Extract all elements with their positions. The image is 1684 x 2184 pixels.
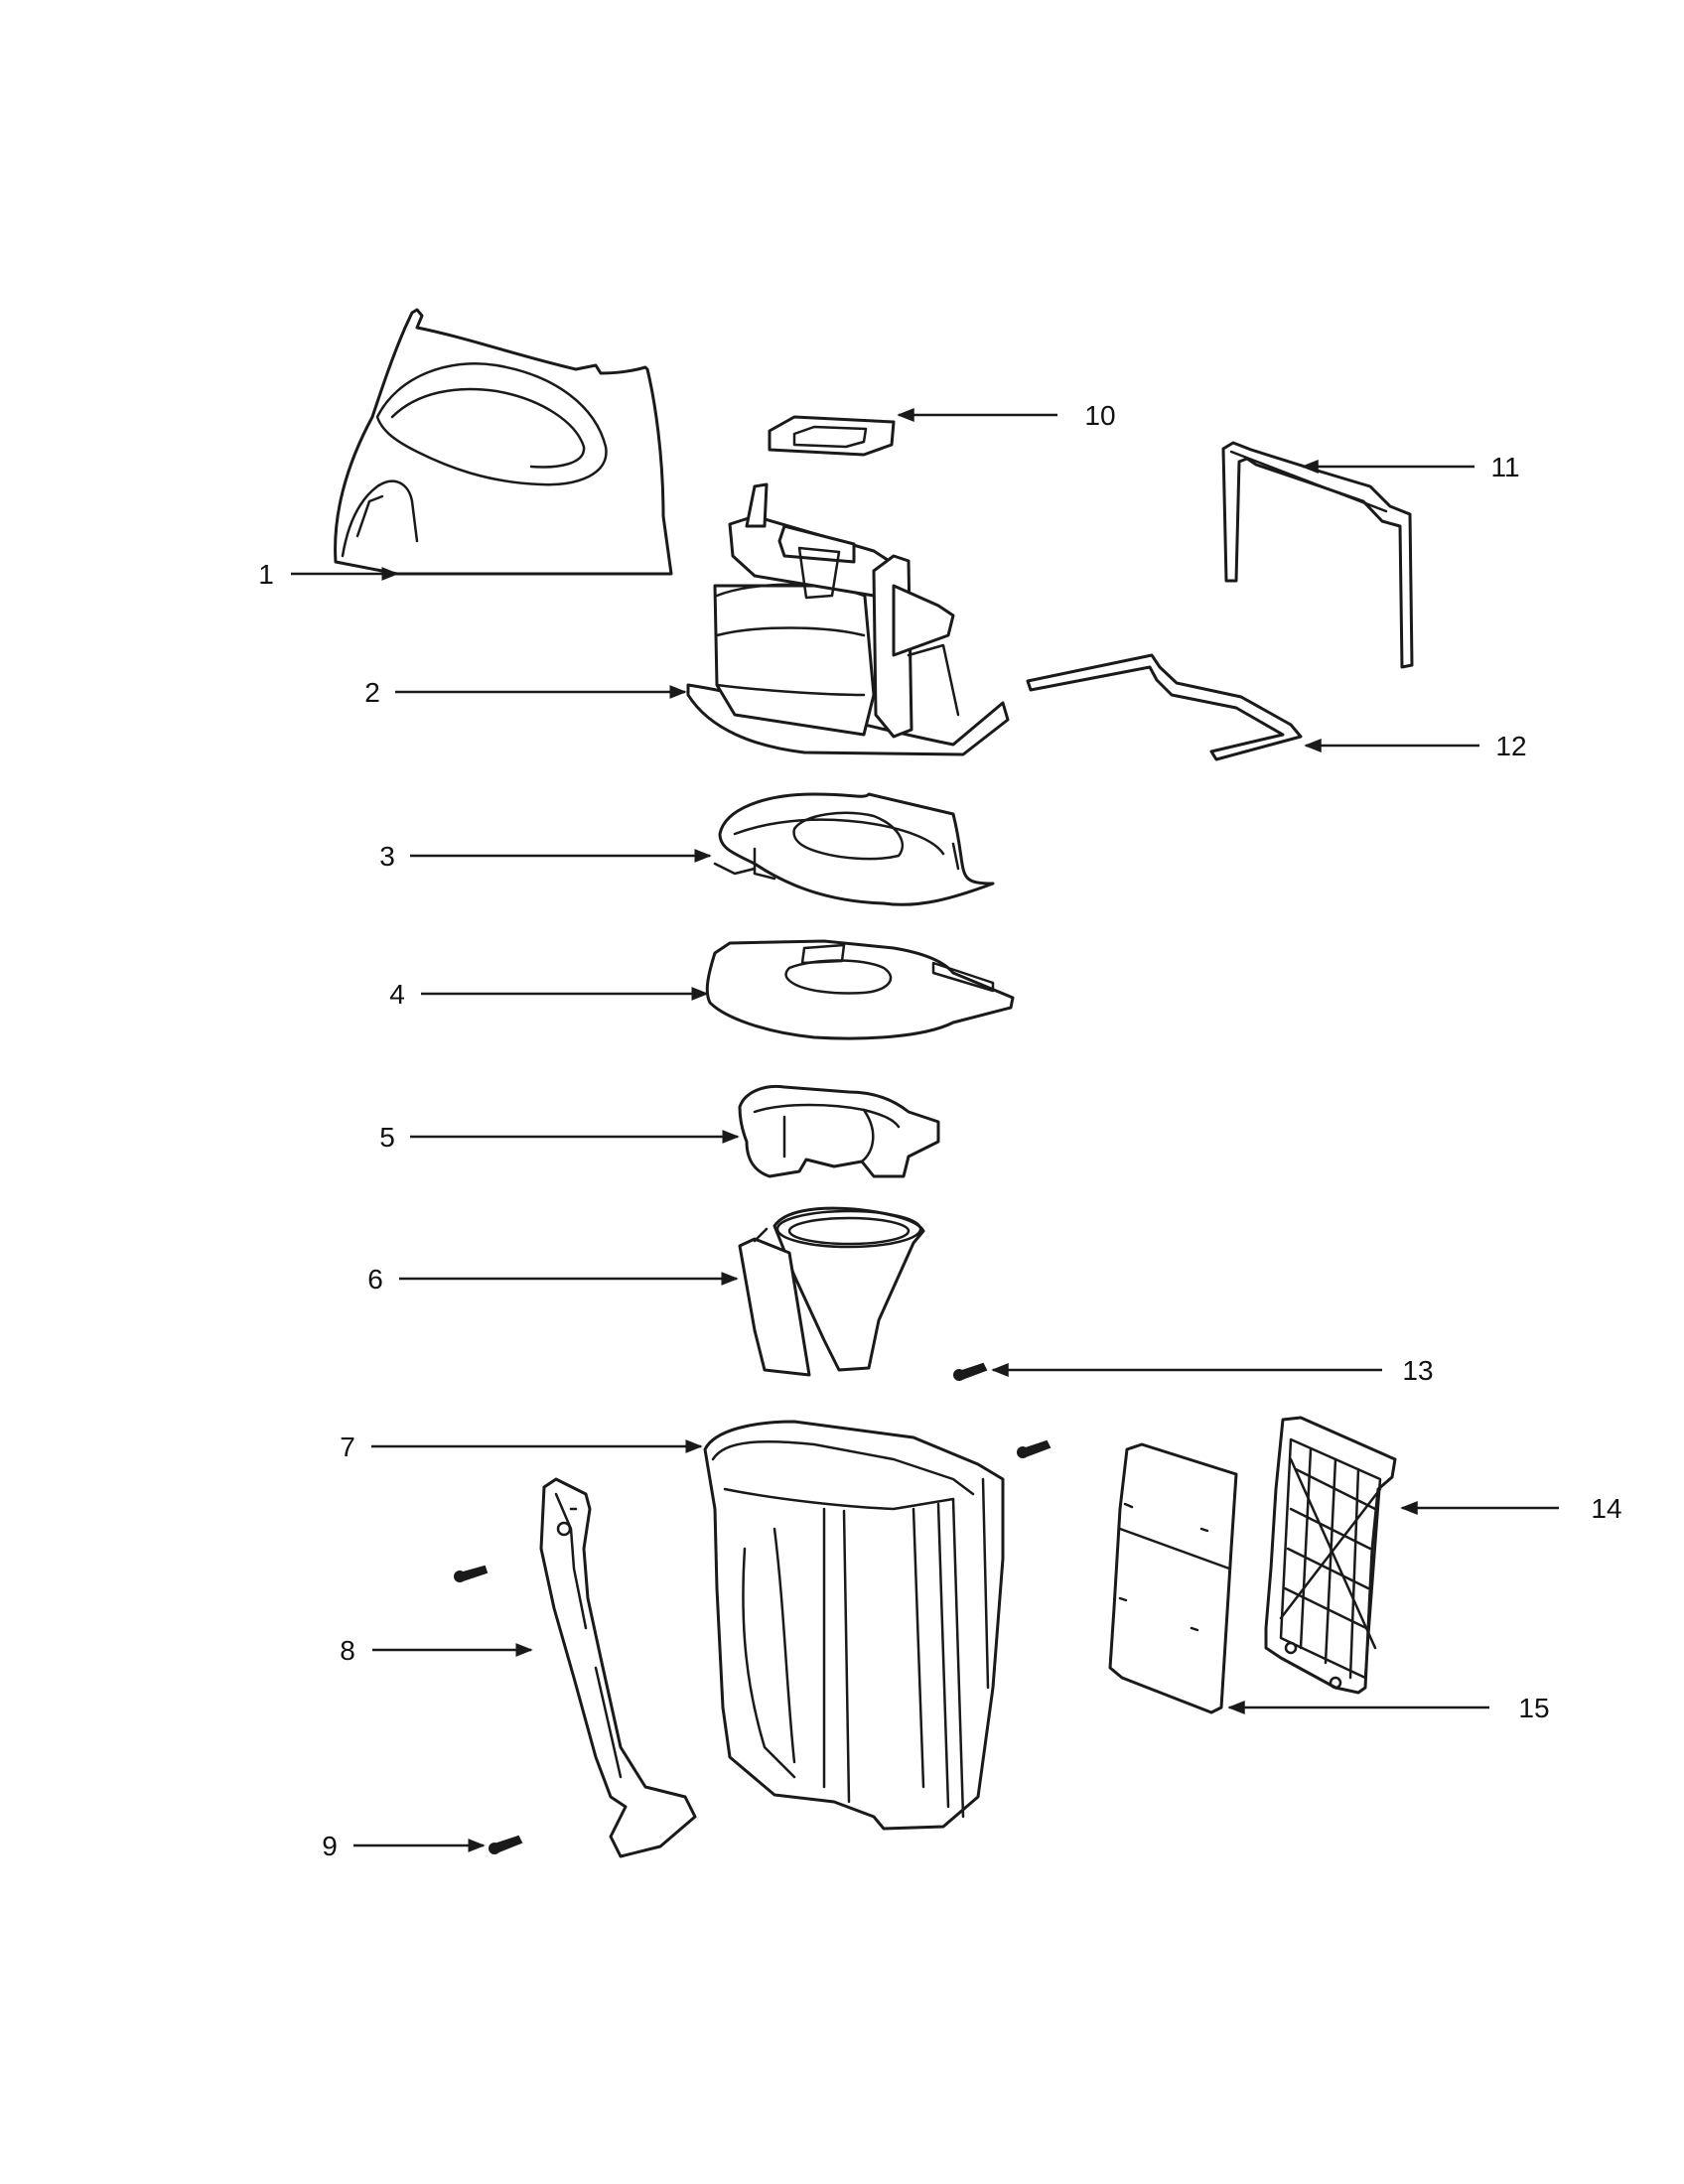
callout-3: 3 <box>379 841 712 872</box>
callout-7-label: 7 <box>340 1432 355 1462</box>
callout-8-label: 8 <box>340 1635 355 1666</box>
callout-15: 15 <box>1227 1693 1550 1723</box>
callout-2: 2 <box>364 677 687 708</box>
callout-3-label: 3 <box>379 841 395 872</box>
part-11-bracket <box>1221 441 1414 669</box>
callout-13-label: 13 <box>1402 1355 1433 1386</box>
part-9-screw <box>489 1835 523 1854</box>
screw-reservoir <box>1017 1439 1052 1458</box>
callout-14: 14 <box>1400 1493 1622 1524</box>
callout-2-label: 2 <box>364 677 380 708</box>
callout-10: 10 <box>897 400 1116 431</box>
callout-6: 6 <box>367 1264 739 1295</box>
part-3-tray <box>713 792 995 906</box>
callout-5: 5 <box>379 1122 740 1153</box>
part-15-panel <box>1108 1442 1238 1714</box>
callout-5-label: 5 <box>379 1122 395 1153</box>
part-14-grille <box>1264 1416 1397 1695</box>
part-7-reservoir <box>703 1420 1005 1831</box>
callout-15-label: 15 <box>1518 1693 1549 1723</box>
callout-8: 8 <box>340 1635 533 1666</box>
part-2-base-housing <box>686 482 1010 756</box>
part-4-plate <box>705 939 1015 1040</box>
callout-9-label: 9 <box>322 1831 338 1861</box>
callout-11-label: 11 <box>1490 452 1519 482</box>
part-6-filter-cone <box>738 1206 925 1377</box>
part-5-filter-holder <box>738 1084 940 1178</box>
callout-6-label: 6 <box>367 1264 383 1295</box>
callout-10-label: 10 <box>1084 400 1115 431</box>
part-12-rod <box>1026 653 1303 761</box>
screw-handle <box>454 1565 489 1582</box>
callout-14-label: 14 <box>1591 1493 1621 1524</box>
callout-4-label: 4 <box>389 979 405 1010</box>
part-10-gasket <box>768 415 896 457</box>
callout-11: 11 <box>1301 452 1520 482</box>
part-8-handle <box>539 1477 697 1858</box>
callout-4: 4 <box>389 979 709 1010</box>
callout-1: 1 <box>258 559 399 590</box>
part-13-screw <box>953 1362 988 1381</box>
part-1-top-cover <box>334 308 673 576</box>
callout-13: 13 <box>991 1355 1434 1386</box>
callout-12: 12 <box>1304 731 1527 761</box>
callout-9: 9 <box>322 1831 486 1861</box>
callout-1-label: 1 <box>258 559 274 590</box>
callout-12-label: 12 <box>1495 731 1526 761</box>
callout-7: 7 <box>340 1432 703 1462</box>
